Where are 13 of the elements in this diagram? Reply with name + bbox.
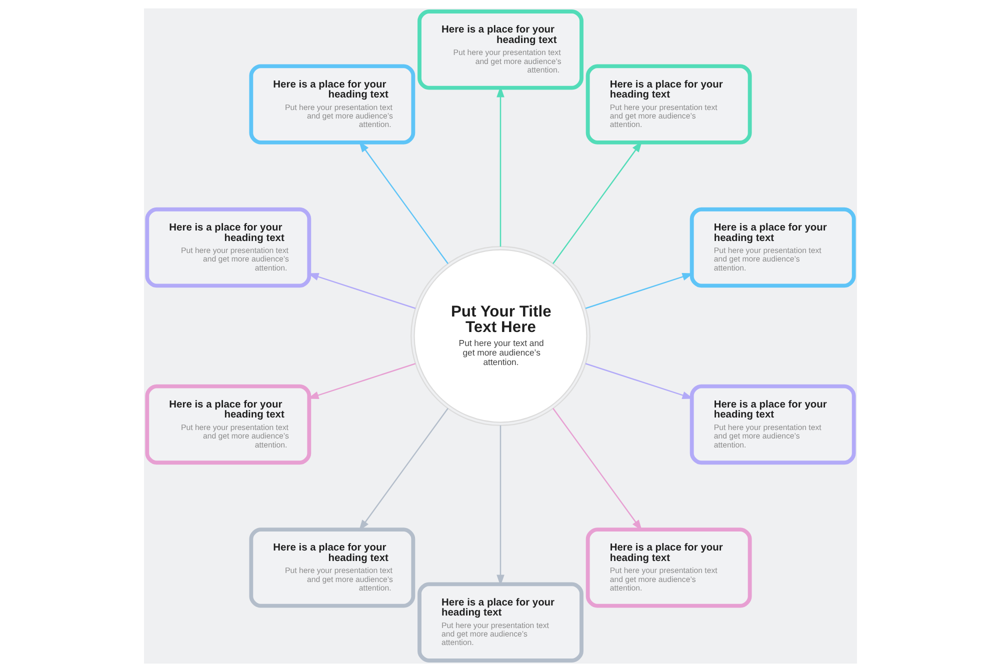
node-circle: Put Your Title Text Here Put here your text and get more audience’s attention. (410, 246, 590, 426)
node-box: Here is a place for your heading text Put here your presentation text and get more audience’s attention. (689, 384, 856, 465)
node-box: Here is a place for your heading text Put here your presentation text and get more audience’s attention. (689, 207, 856, 288)
node-box: Here is a place for your heading text Put here your presentation text and get more audience’s attention. (417, 582, 583, 662)
node-box: Here is a place for your heading text Put here your presentation text and get more audience’s attention. (248, 528, 415, 608)
node-box: Here is a place for your heading text Put here your presentation text and get more audience’s attention. (585, 64, 752, 144)
node-box: Here is a place for your heading text Put here your presentation text and get more audience’s attention. (417, 10, 583, 90)
node-box: Here is a place for your heading text Put here your presentation text and get more audience’s attention. (585, 528, 752, 608)
arrow (584, 363, 693, 399)
node-box: Here is a place for your heading text Put here your presentation text and get more audience’s attention. (248, 64, 415, 144)
node-box: Here is a place for your heading text Put here your presentation text and get more audience’s attention. (144, 384, 311, 465)
node-box: Here is a place for your heading text Put here your presentation text and get more audience’s attention. (144, 207, 311, 288)
arrow (584, 273, 693, 309)
